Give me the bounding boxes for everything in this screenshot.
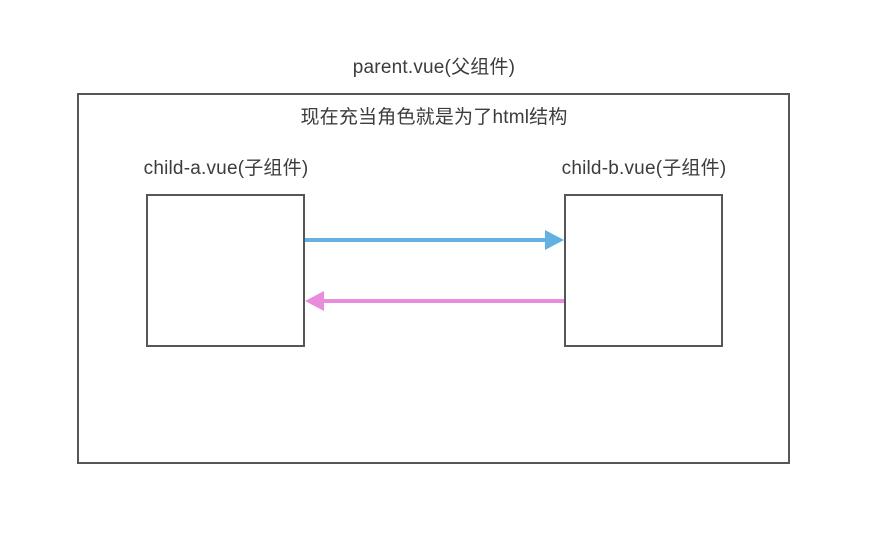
child-a-component-title: child-a.vue(子组件) (143, 158, 309, 179)
parent-component-note: 现在充当角色就是为了html结构 (300, 107, 568, 128)
child-b-component-box (564, 194, 723, 347)
child-b-component-title: child-b.vue(子组件) (561, 158, 727, 179)
parent-component-title: parent.vue(父组件) (352, 57, 516, 78)
child-a-component-box (146, 194, 305, 347)
